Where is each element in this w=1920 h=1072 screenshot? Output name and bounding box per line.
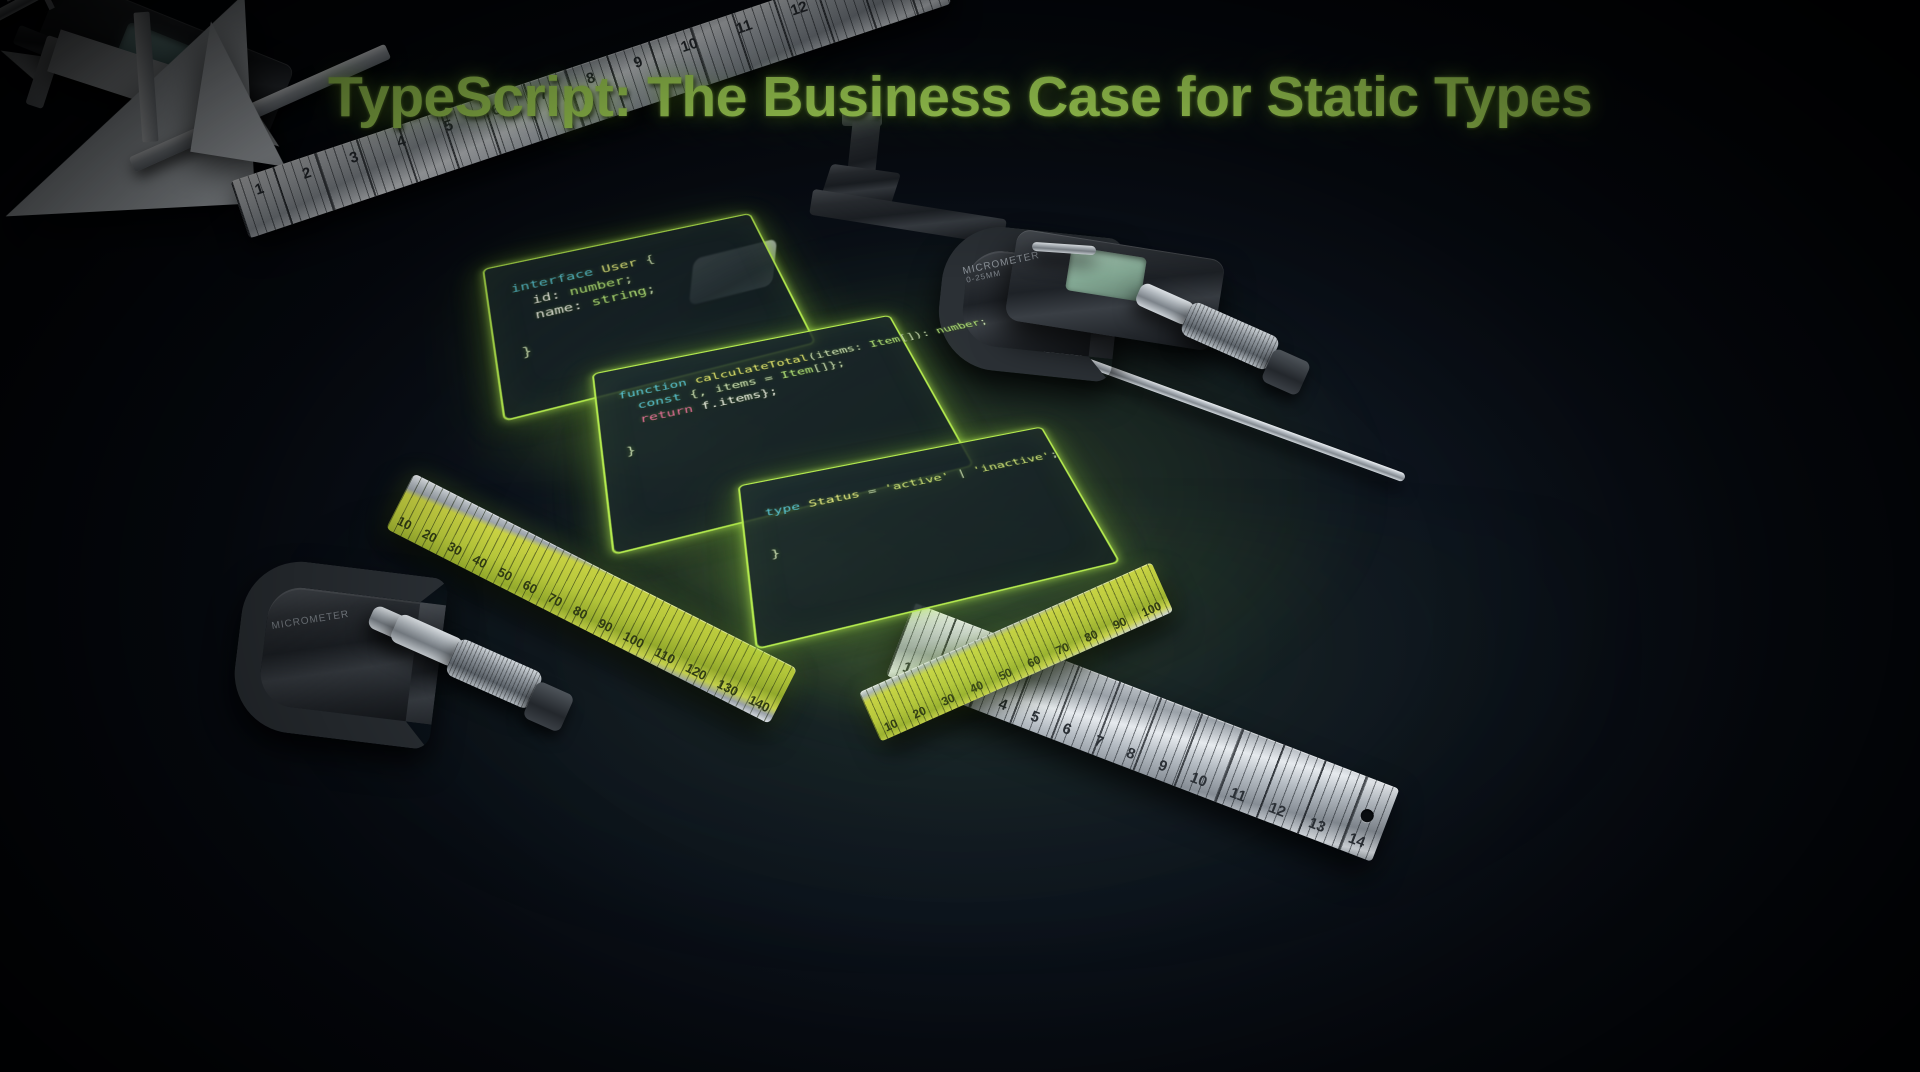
tick-label: 1	[252, 179, 267, 199]
page-title: TypeScript: The Business Case for Static…	[327, 65, 1593, 130]
tick-label: 4	[394, 132, 409, 152]
tick-label: 7	[1091, 732, 1106, 752]
tick-label: 3	[347, 148, 361, 167]
green-rule-numbers: 10 20 30 40 50 60 70 80 90 100 110 120 1…	[389, 510, 779, 719]
steel-ruler-bottom: 1 2 3 4 5 6 7 8 9 10 11 12 13 14	[886, 602, 1400, 862]
micrometer-frame	[227, 554, 450, 751]
code-token: {	[634, 252, 657, 268]
tick-label: 6	[1059, 719, 1074, 739]
code-token: }	[769, 546, 782, 561]
code-token: }	[625, 443, 637, 459]
tick-label: 9	[1155, 756, 1170, 776]
tick-label: 4	[996, 695, 1010, 715]
tick-label: 5	[1028, 707, 1042, 727]
tick-label: 8	[1123, 744, 1138, 764]
tick-label: 2	[300, 164, 314, 183]
micrometer-thimble[interactable]	[1178, 300, 1282, 372]
code-token: }	[520, 343, 534, 360]
